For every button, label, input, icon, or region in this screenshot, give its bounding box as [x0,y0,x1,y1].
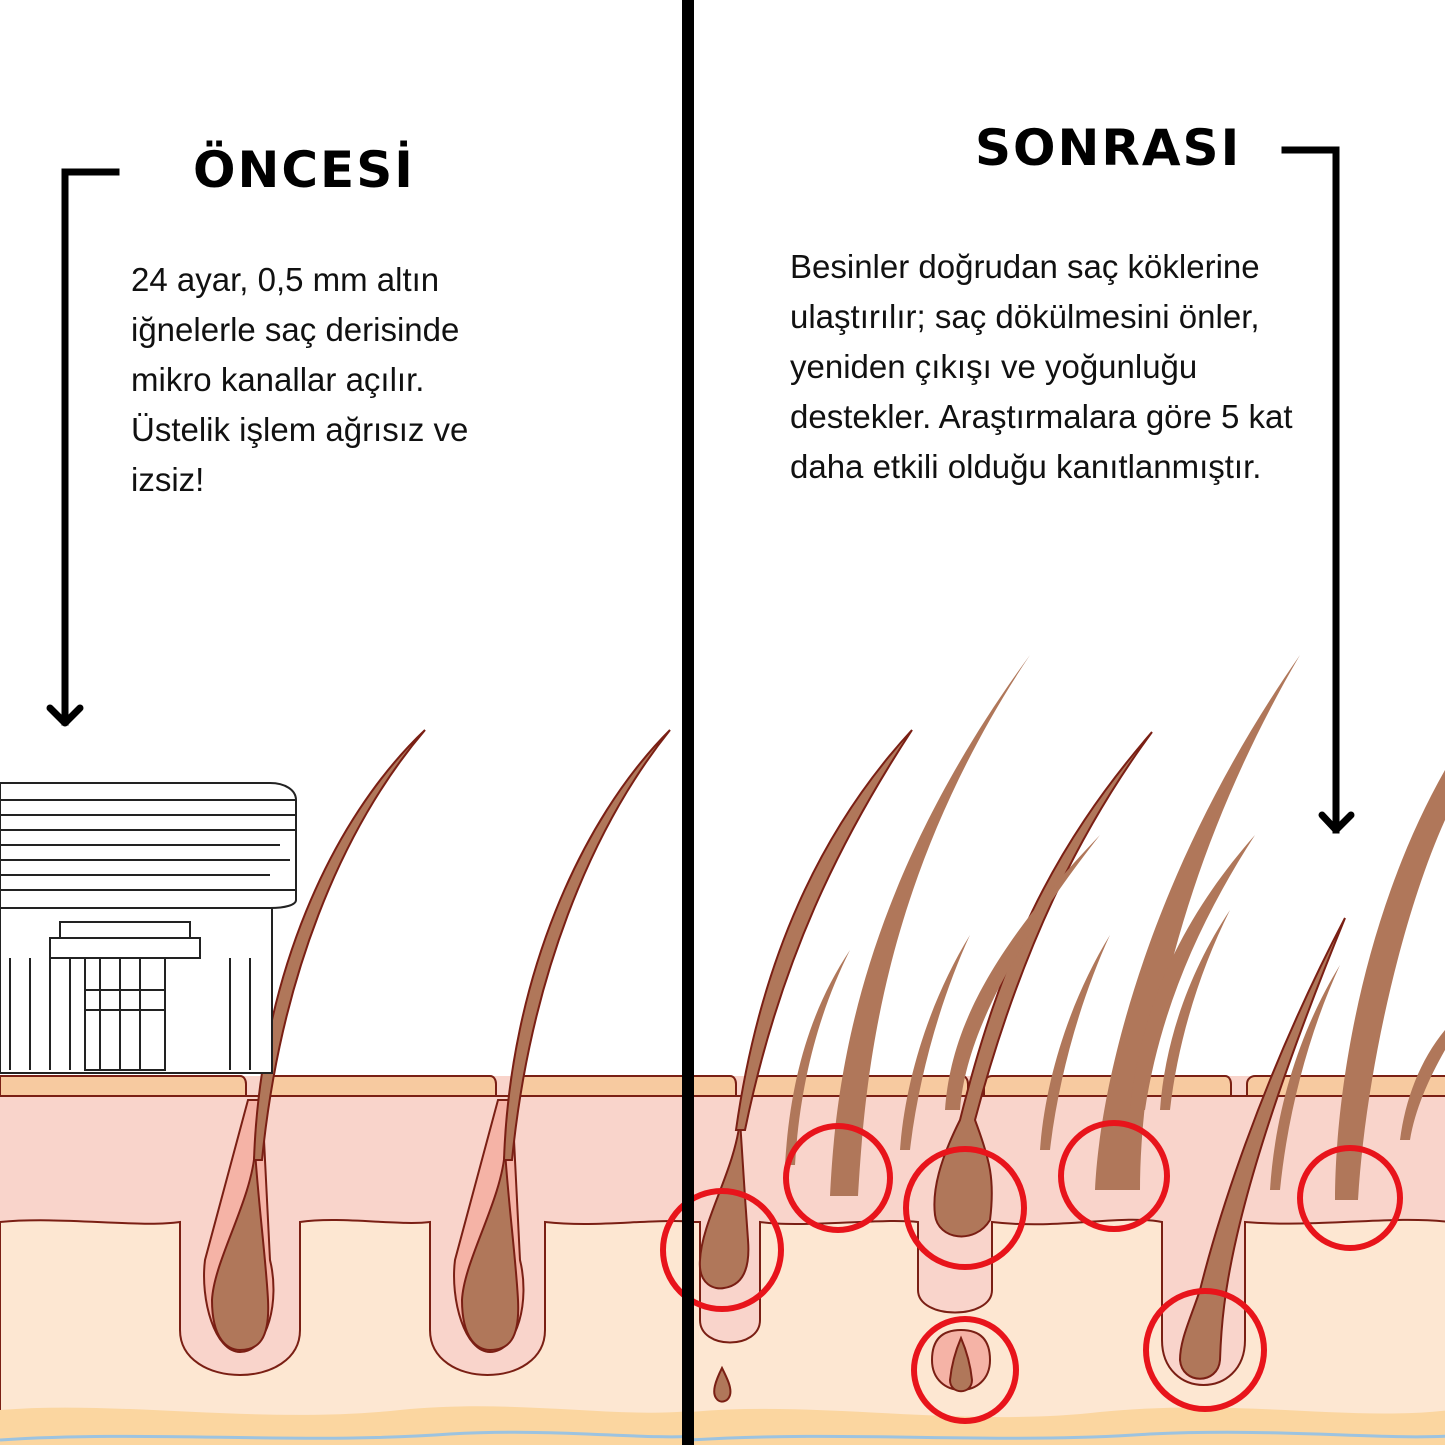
highlight-circle-icon [1143,1288,1267,1412]
after-description: Besinler doğrudan saç köklerine ulaştırı… [790,248,1293,485]
dermapen-device-icon [0,782,297,1074]
highlight-circles [660,1120,1403,1424]
highlight-circle-icon [1297,1145,1403,1251]
arrow-down-icon [1281,146,1355,834]
arrow-down-icon [46,168,120,727]
skin-cross-section-after [692,655,1445,1445]
highlight-circle-icon [1058,1120,1170,1232]
highlight-circle-icon [783,1123,893,1233]
after-title: SONRASI [975,119,1242,177]
before-description: 24 ayar, 0,5 mm altın iğnelerle saç deri… [131,261,469,498]
highlight-circle-icon [660,1188,784,1312]
before-title: ÖNCESİ [193,141,415,199]
skin-cross-section-before [0,729,686,1445]
highlight-circle-icon [911,1316,1019,1424]
highlight-circle-icon [903,1146,1027,1270]
